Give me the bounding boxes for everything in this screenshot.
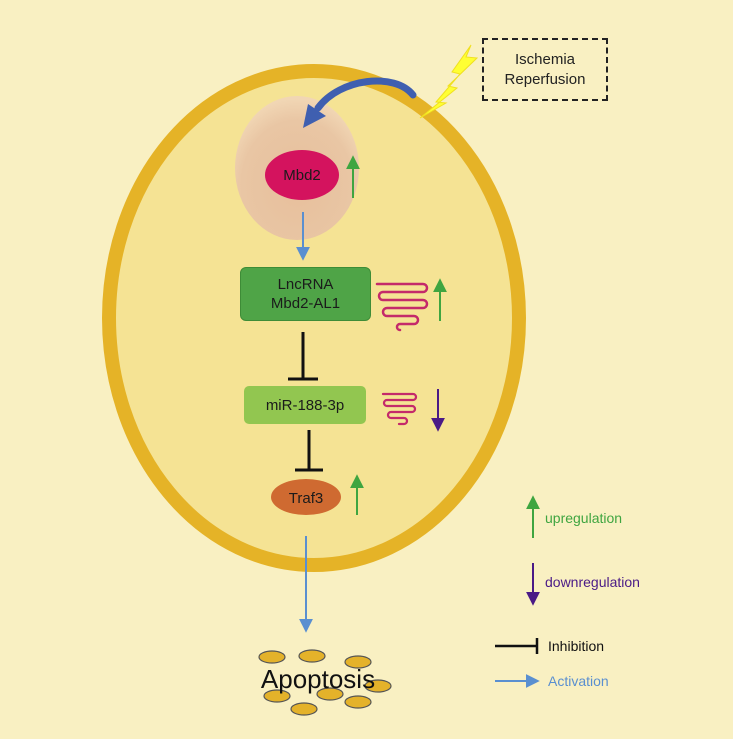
lncrna-node: LncRNA Mbd2-AL1: [240, 267, 371, 321]
lightning-bolt-icon: [419, 44, 479, 119]
lncrna-label-line-2: Mbd2-AL1: [270, 295, 341, 312]
stimulus-arrow: [314, 77, 417, 112]
mirna-label: miR-188-3p: [265, 396, 345, 414]
stimulus-line-1: Ischemia: [514, 50, 576, 68]
mirna-node: miR-188-3p: [244, 386, 366, 424]
apoptotic-body: [344, 695, 372, 709]
stimulus-arrowhead: [303, 104, 326, 128]
apoptotic-body: [344, 655, 372, 669]
lncrna-rna-icon: [375, 282, 429, 332]
ischemia-reperfusion-box: Ischemia Reperfusion: [482, 38, 608, 101]
apoptosis-label: Apoptosis: [261, 664, 375, 694]
apoptotic-body: [263, 689, 291, 703]
legend-activation-label: Activation: [548, 673, 609, 689]
apoptotic-body: [290, 702, 318, 716]
legend-down-label: downregulation: [545, 574, 640, 590]
traf3-node: [271, 479, 341, 515]
apoptotic-body: [364, 679, 392, 693]
legend-inhibition-label: Inhibition: [548, 638, 604, 654]
mbd2-node: [265, 150, 339, 200]
apoptotic-body: [258, 650, 286, 664]
mbd2-label: Mbd2: [283, 167, 321, 184]
apoptotic-bodies: [258, 649, 392, 716]
traf3-label: Traf3: [289, 490, 323, 507]
apoptotic-body: [298, 649, 326, 663]
legend-up-label: upregulation: [545, 510, 622, 526]
stimulus-line-2: Reperfusion: [504, 70, 586, 88]
apoptotic-body: [316, 687, 344, 701]
lncrna-label-line-1: LncRNA: [277, 276, 334, 293]
mirna-rna-icon: [381, 392, 418, 426]
